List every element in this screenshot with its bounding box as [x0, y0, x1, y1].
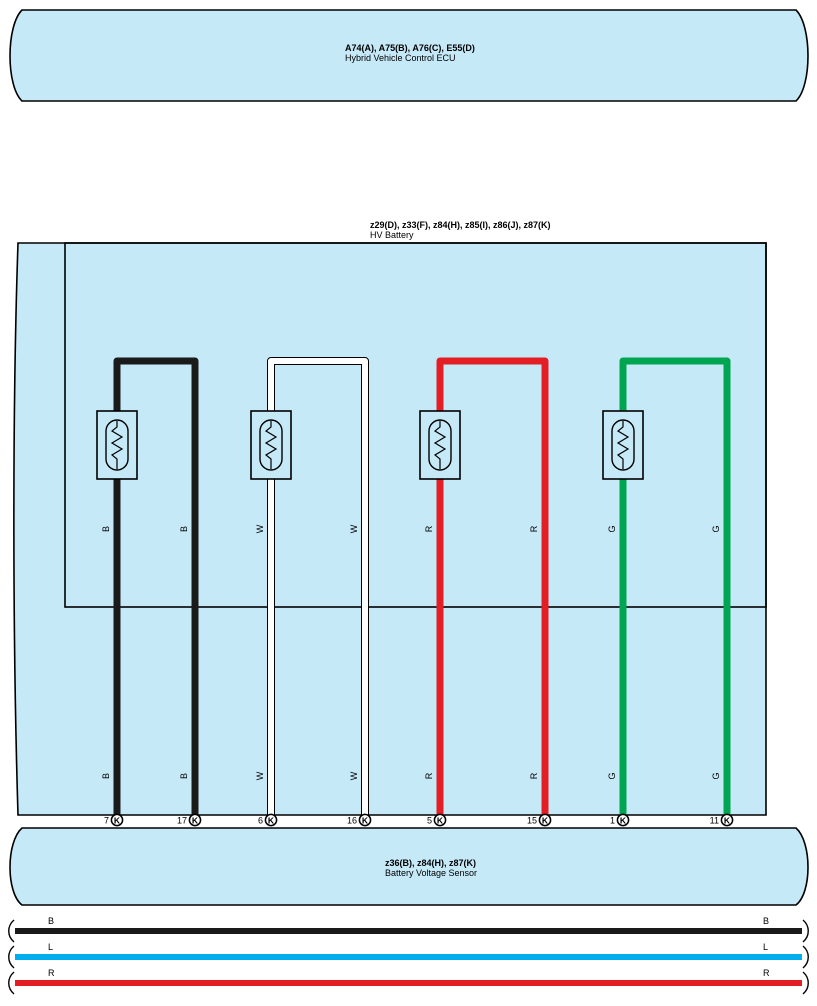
terminal-circle: [538, 813, 552, 827]
terminal-connector: K: [362, 815, 369, 825]
wire-color-label: R: [424, 772, 434, 779]
wire-color-label: G: [711, 772, 721, 779]
wire-color-label: W: [255, 524, 265, 533]
wire-color-label: B: [179, 526, 189, 532]
terminal-pin: 17: [177, 816, 187, 826]
wire-color-label: R: [424, 525, 434, 532]
terminal-pin: 11: [710, 816, 719, 826]
thermistor-icon: [419, 410, 461, 480]
bus-label-left: L: [48, 942, 53, 952]
terminal-pin: 5: [427, 816, 432, 826]
wire-color-label: W: [349, 771, 359, 780]
thermistor-icon: [602, 410, 644, 480]
wire-labels: B B B B W W W W R R R R G G G G: [101, 524, 721, 780]
battery-body: [13, 242, 767, 816]
ecu-connectors: A74(A), A75(B), A76(C), E55(D): [345, 43, 475, 53]
terminal-circle: [720, 813, 734, 827]
terminal-pin: 7: [104, 816, 109, 826]
terminal-circle: [264, 813, 278, 827]
wire-color-label: W: [255, 771, 265, 780]
terminal-connector: K: [542, 815, 549, 825]
terminal-connector: K: [620, 815, 627, 825]
wire-color-label: R: [529, 525, 539, 532]
thermistors: [96, 410, 644, 480]
wire-color-label: B: [101, 773, 111, 779]
terminal-connector: K: [114, 815, 121, 825]
battery-name: HV Battery: [370, 230, 414, 240]
sensor-block: z36(B), z84(H), z87(K) Battery Voltage S…: [9, 827, 809, 906]
wire-loops: [113, 357, 731, 815]
terminal-connector: K: [724, 815, 731, 825]
wire-color-label: B: [101, 526, 111, 532]
ecu-block: A74(A), A75(B), A76(C), E55(D) Hybrid Ve…: [9, 9, 809, 102]
ecu-name: Hybrid Vehicle Control ECU: [345, 53, 456, 63]
wire-color-label: G: [607, 525, 617, 532]
wire-loop-tc0: [619, 357, 731, 815]
wire-loop-tb2: [436, 357, 549, 815]
terminal-circle: [110, 813, 124, 827]
sensor-box: [9, 827, 809, 906]
terminal-pin: 6: [258, 816, 263, 826]
sensor-name: Battery Voltage Sensor: [385, 868, 477, 878]
battery-module-box: [64, 242, 767, 608]
terminal-connector: K: [192, 815, 199, 825]
terminal-pin: 16: [347, 816, 357, 826]
wire-color-label: G: [711, 525, 721, 532]
thermistor-icon: [250, 410, 292, 480]
bus-label-left: B: [48, 916, 54, 926]
terminal-circle: [358, 813, 372, 827]
terminal-pin: 15: [527, 816, 537, 826]
bus-label-left: R: [48, 968, 55, 978]
wire-color-label: G: [607, 772, 617, 779]
bus-break-right: [802, 919, 809, 943]
terminal-connector: K: [437, 815, 444, 825]
bus-break-right: [802, 945, 809, 969]
bus-break-right: [802, 971, 809, 995]
terminal-circle: [433, 813, 447, 827]
bus-break-left: [8, 919, 15, 943]
bus-break-left: [8, 945, 15, 969]
battery-connectors: z29(D), z33(F), z84(H), z85(I), z86(J), …: [370, 220, 551, 230]
wire-loop-tbo: [113, 357, 199, 815]
ecu-box: [9, 9, 809, 102]
bus-break-left: [8, 971, 15, 995]
bus-label-right: L: [763, 942, 768, 952]
bus-label-right: R: [763, 968, 770, 978]
terminal-circle: [188, 813, 202, 827]
bus-label-right: B: [763, 916, 769, 926]
terminal-connector: K: [268, 815, 275, 825]
terminal-circle: [616, 813, 630, 827]
sensor-connectors: z36(B), z84(H), z87(K): [385, 858, 476, 868]
terminal-pin: 1: [610, 816, 615, 826]
wire-color-label: W: [349, 524, 359, 533]
thermistor-icon: [96, 410, 138, 480]
wire-color-label: R: [529, 772, 539, 779]
wire-color-label: B: [179, 773, 189, 779]
wire-loop-tb1: [268, 358, 368, 815]
